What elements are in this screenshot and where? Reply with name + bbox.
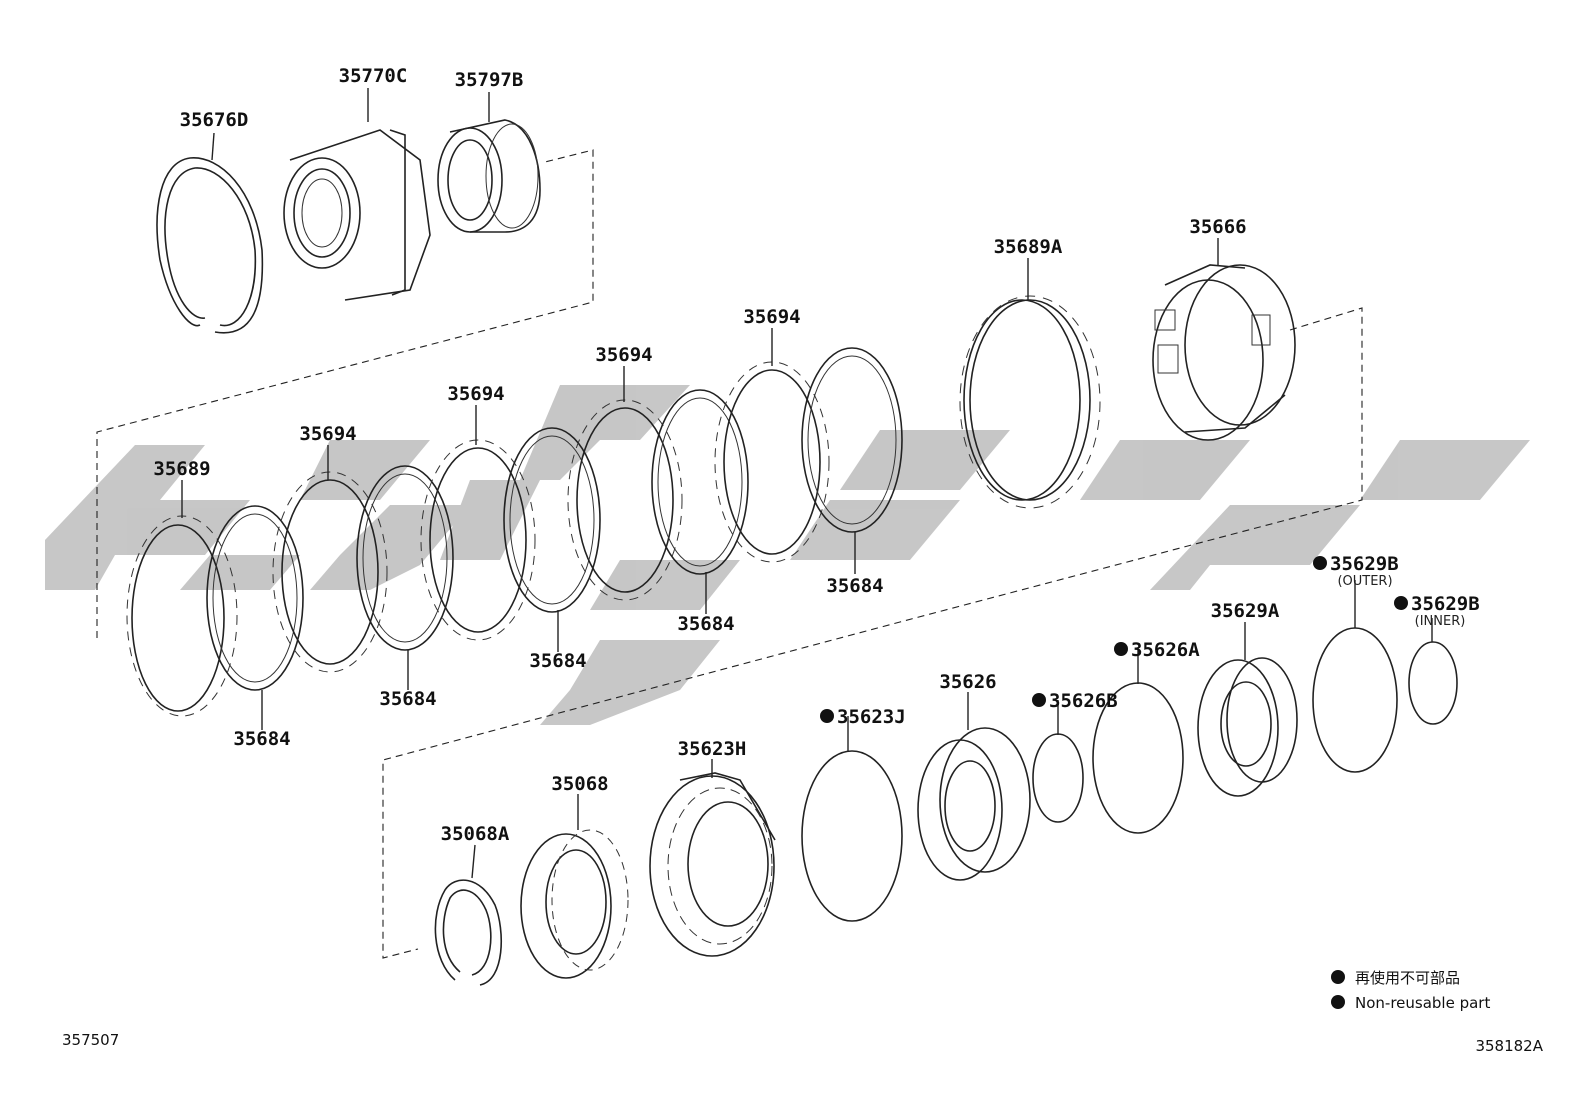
non-reusable-dot — [820, 709, 834, 723]
part-label-35684-4[interactable]: 35684 — [677, 613, 734, 635]
part-label-35626A[interactable]: 35626A — [1131, 639, 1200, 661]
snap-ring-35068A — [434, 844, 503, 986]
assembly-outline-middle — [382, 307, 1363, 959]
clutch-plate-35694-3 — [567, 366, 683, 601]
diagram-code-left: 357507 — [62, 1031, 119, 1049]
clutch-disc-35684-1 — [206, 505, 304, 730]
o-ring-35626A — [1092, 648, 1184, 834]
snap-ring-35676D — [156, 132, 264, 334]
clutch-plate-35694-4 — [714, 328, 830, 563]
o-ring-35623J — [801, 716, 903, 922]
non-reusable-dot — [1331, 995, 1345, 1009]
watermark-logo — [45, 385, 1530, 725]
bearing-35797B — [437, 92, 541, 233]
o-ring-35629B-outer — [1312, 580, 1398, 773]
clutch-disc-35684-2 — [356, 465, 454, 690]
non-reusable-dot — [1313, 556, 1327, 570]
clutch-plate-35694-1 — [272, 445, 388, 673]
clutch-plate-35694-2 — [420, 405, 536, 641]
part-label-35694-3[interactable]: 35694 — [595, 344, 652, 366]
part-label-35684-2[interactable]: 35684 — [379, 688, 436, 710]
piston-35623H — [649, 759, 776, 957]
part-label-35770C[interactable]: 35770C — [339, 65, 408, 87]
part-label-35694-4[interactable]: 35694 — [743, 306, 800, 328]
part-label-35629A[interactable]: 35629A — [1211, 600, 1280, 622]
piston-35068 — [520, 794, 629, 979]
clutch-disc-35684-3 — [503, 427, 601, 652]
non-reusable-dot — [1114, 642, 1128, 656]
spline-ring-35689A — [959, 258, 1101, 509]
part-label-35626[interactable]: 35626 — [939, 671, 996, 693]
piston-35629A — [1197, 622, 1298, 797]
assembly-outline-top — [96, 149, 594, 638]
part-label-35666[interactable]: 35666 — [1189, 216, 1246, 238]
non-reusable-dot — [1032, 693, 1046, 707]
part-label-35623J[interactable]: 35623J — [837, 706, 906, 728]
part-label-35694-2[interactable]: 35694 — [447, 383, 504, 405]
part-label-35694-1[interactable]: 35694 — [299, 423, 356, 445]
part-label-35684-3[interactable]: 35684 — [529, 650, 586, 672]
part-label-35689A[interactable]: 35689A — [994, 236, 1063, 258]
clutch-drum-35770C — [283, 88, 431, 301]
non-reusable-dot — [1331, 970, 1345, 984]
non-reusable-dot — [1394, 596, 1408, 610]
part-label-35068[interactable]: 35068 — [551, 773, 608, 795]
part-label-35626B[interactable]: 35626B — [1049, 690, 1118, 712]
qualifier-inner: (INNER) — [1415, 614, 1466, 629]
qualifier-outer: (OUTER) — [1337, 574, 1392, 589]
part-label-35684-1[interactable]: 35684 — [233, 728, 290, 750]
part-label-35676D[interactable]: 35676D — [180, 109, 249, 131]
part-label-35629B-inner[interactable]: 35629B — [1411, 593, 1480, 615]
part-label-35689[interactable]: 35689 — [153, 458, 210, 480]
part-label-35068A[interactable]: 35068A — [441, 823, 510, 845]
part-label-35684-5[interactable]: 35684 — [826, 575, 883, 597]
legend-label-ja: 再使用不可部品 — [1355, 969, 1460, 987]
legend: 再使用不可部品 Non-reusable part — [1331, 969, 1490, 1012]
part-label-35797B[interactable]: 35797B — [455, 69, 524, 91]
o-ring-35629B-inner — [1408, 618, 1458, 725]
o-ring-35626B — [1032, 700, 1084, 823]
housing-35666 — [1152, 238, 1296, 441]
clutch-plate-35689 — [126, 480, 238, 717]
diagram-code-right: 358182A — [1475, 1037, 1543, 1055]
piston-35626 — [917, 692, 1031, 881]
legend-label-en: Non-reusable part — [1355, 994, 1490, 1012]
clutch-disc-35684-5 — [801, 347, 903, 574]
part-label-35629B-outer[interactable]: 35629B — [1330, 553, 1399, 575]
clutch-disc-35684-4 — [651, 389, 749, 614]
part-label-35623H[interactable]: 35623H — [678, 738, 747, 760]
